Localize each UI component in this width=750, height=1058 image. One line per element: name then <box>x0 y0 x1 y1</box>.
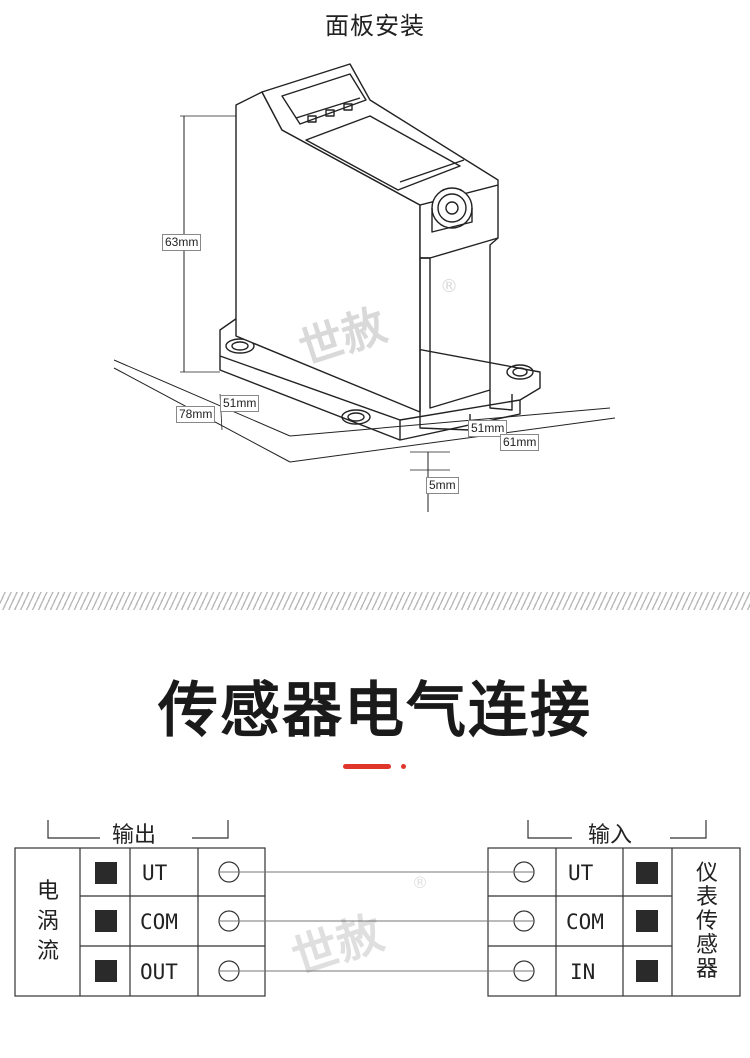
right-terminal-table <box>487 847 741 997</box>
device-drawing: 世赦 ® <box>113 63 616 512</box>
left-terminal-table <box>14 847 266 997</box>
accent-bar <box>343 764 391 769</box>
input-label: 输入 <box>588 823 632 848</box>
right-terminal-ut: UT <box>568 861 594 885</box>
mount-hole-left <box>225 338 255 354</box>
hatched-separator <box>0 592 750 610</box>
mount-hole-front <box>341 409 371 425</box>
left-device-label: 电 涡 流 <box>37 879 66 964</box>
brand-watermark-2: 世赦 ® <box>285 873 428 985</box>
watermark-mark-1: ® <box>440 276 458 297</box>
right-device-label: 仪 表 传 感 器 <box>696 861 725 982</box>
dim-width-left-label: 51mm <box>220 395 260 412</box>
accent-dot <box>401 764 406 769</box>
left-terminal-ut: UT <box>142 861 168 885</box>
wiring-diagram: 输出 输入 电 涡 流 仪 表 传 感 器 UT COM OUT UT COM … <box>14 820 741 997</box>
dim-depth-label: 78mm <box>176 406 216 423</box>
section-title: 传感器电气连接 <box>158 676 592 746</box>
left-terminal-com: COM <box>140 910 178 934</box>
watermark-text-2: 世赦 <box>285 905 389 985</box>
panel-install-title: 面板安装 <box>325 12 425 40</box>
right-terminal-com: COM <box>566 910 604 934</box>
display-window <box>305 115 461 191</box>
right-terminal-in: IN <box>570 960 595 984</box>
output-label: 输出 <box>112 823 156 848</box>
dim-height-label: 63mm <box>162 234 202 251</box>
dim-base-thickness-label: 5mm <box>426 477 459 494</box>
dim-width-total-label: 61mm <box>500 434 540 451</box>
mount-hole-right <box>506 364 534 380</box>
dim-width-right-label: 51mm <box>468 420 508 437</box>
watermark-mark-2: ® <box>412 873 428 892</box>
left-terminal-out: OUT <box>140 960 178 984</box>
